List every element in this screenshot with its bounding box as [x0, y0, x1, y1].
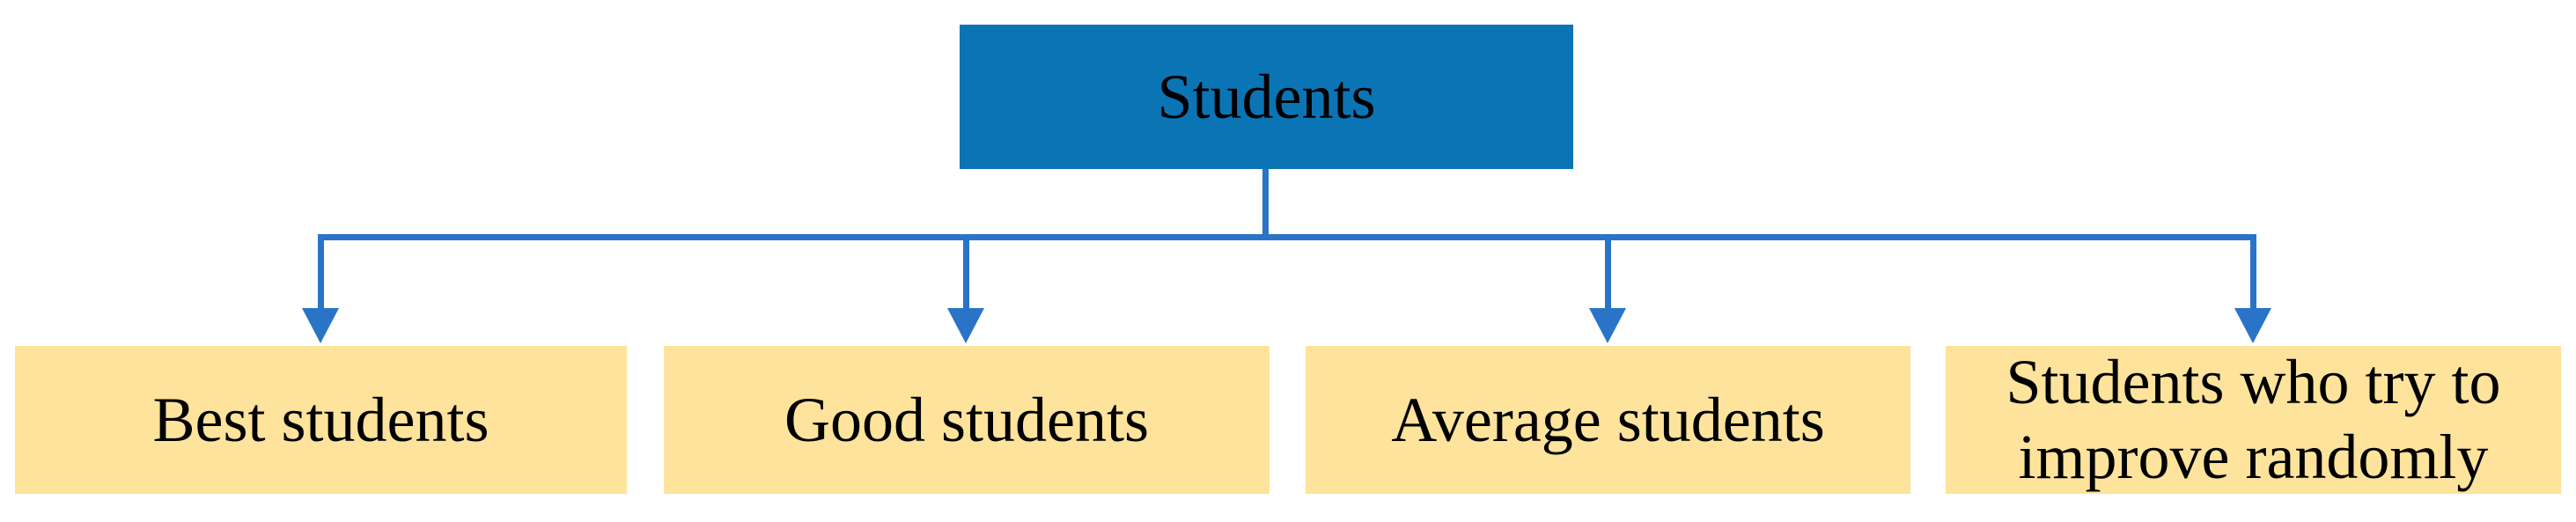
- arrow-down-icon: [2234, 308, 2271, 343]
- connector-stem-best: [318, 234, 324, 310]
- arrow-down-icon: [947, 308, 984, 343]
- node-random-improve-students: Students who try to improve randomly: [1946, 346, 2561, 494]
- node-best-students-label: Best students: [152, 384, 489, 455]
- connector-horizontal-rail: [318, 234, 2256, 240]
- arrow-down-icon: [1589, 308, 1626, 343]
- arrow-down-icon: [302, 308, 339, 343]
- node-students: Students: [960, 25, 1573, 169]
- connector-stem-average: [1605, 234, 1611, 310]
- node-average-students-label: Average students: [1391, 384, 1825, 455]
- node-good-students: Good students: [664, 346, 1270, 494]
- node-random-improve-students-label: Students who try to improve randomly: [2006, 347, 2501, 492]
- node-students-label: Students: [1157, 61, 1376, 132]
- connector-stem-good: [963, 234, 969, 310]
- node-good-students-label: Good students: [784, 384, 1149, 455]
- node-best-students: Best students: [15, 346, 627, 494]
- connector-stem-random: [2250, 234, 2256, 310]
- connector-root-stem: [1262, 169, 1269, 238]
- node-average-students: Average students: [1306, 346, 1910, 494]
